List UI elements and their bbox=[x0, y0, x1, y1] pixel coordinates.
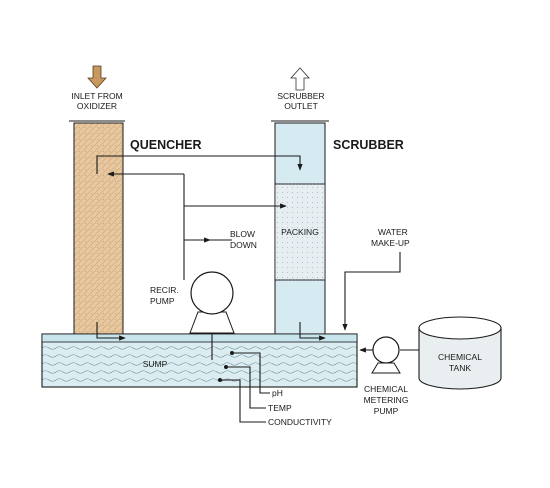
recir-label-line1: RECIR. bbox=[150, 285, 179, 295]
scrubber-drain bbox=[299, 322, 326, 341]
blowdown-label-line2: DOWN bbox=[230, 240, 257, 250]
recirculation-line bbox=[183, 174, 287, 280]
gas-duct bbox=[96, 155, 303, 174]
ph-label: pH bbox=[272, 388, 283, 398]
water-makeup-label-line1: WATER bbox=[378, 227, 408, 237]
quencher-column bbox=[69, 120, 125, 335]
water-makeup-label-line2: MAKE-UP bbox=[371, 238, 410, 248]
outlet-arrow-icon bbox=[290, 67, 310, 91]
recir-label-line2: PUMP bbox=[150, 296, 175, 306]
sump-tank bbox=[41, 333, 358, 388]
blowdown-label-line1: BLOW bbox=[230, 229, 255, 239]
chem-pump-label-line2: METERING bbox=[364, 395, 409, 405]
inlet-arrow-icon bbox=[87, 65, 107, 89]
temp-label: TEMP bbox=[268, 403, 292, 413]
recir-pump-icon bbox=[189, 271, 235, 334]
quencher-label: QUENCHER bbox=[130, 138, 202, 152]
chem-tank-label-line2: TANK bbox=[449, 363, 471, 373]
inlet-label-line2: OXIDIZER bbox=[77, 101, 117, 111]
sump-label: SUMP bbox=[143, 359, 168, 369]
chem-pump-label-line3: PUMP bbox=[374, 406, 399, 416]
chemical-metering-pump-icon bbox=[371, 336, 401, 374]
outlet-label-line2: OUTLET bbox=[284, 101, 318, 111]
temp-probe bbox=[224, 365, 266, 409]
quencher-drain bbox=[96, 322, 126, 341]
packing-label: PACKING bbox=[281, 227, 319, 237]
chem-pump-label-line1: CHEMICAL bbox=[364, 384, 408, 394]
chemical-tank-icon bbox=[418, 316, 502, 390]
conductivity-probe bbox=[218, 378, 266, 423]
ph-probe bbox=[230, 351, 270, 394]
chem-tank-label-line1: CHEMICAL bbox=[438, 352, 482, 362]
scrubber-label: SCRUBBER bbox=[333, 138, 404, 152]
inlet-label-line1: INLET FROM bbox=[71, 91, 122, 101]
conductivity-label: CONDUCTIVITY bbox=[268, 417, 332, 427]
water-makeup-line bbox=[342, 252, 401, 331]
outlet-label-line1: SCRUBBER bbox=[277, 91, 324, 101]
